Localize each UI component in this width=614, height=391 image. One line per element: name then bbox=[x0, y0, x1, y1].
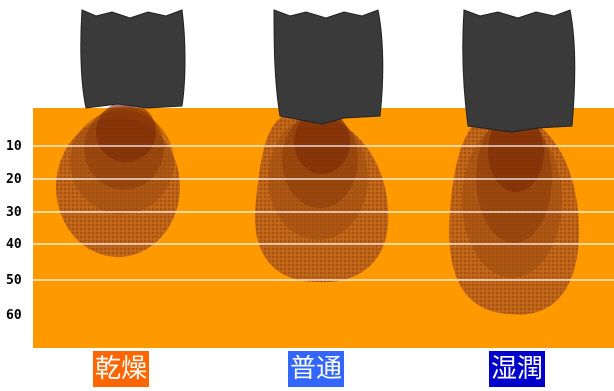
condition-label-dry: 乾燥 bbox=[93, 351, 150, 387]
depth-axis: 10 20 30 40 50 60 bbox=[6, 139, 22, 323]
depth-label-50: 50 bbox=[6, 273, 22, 288]
depth-label-60: 60 bbox=[6, 308, 22, 323]
depth-label-40: 40 bbox=[6, 237, 22, 252]
emitter-normal bbox=[273, 9, 384, 125]
wet-zone-dry bbox=[56, 102, 180, 257]
depth-label-30: 30 bbox=[6, 205, 22, 220]
condition-label-wet: 湿潤 bbox=[489, 351, 546, 387]
emitter-dry bbox=[80, 9, 186, 109]
condition-label-normal: 普通 bbox=[288, 351, 345, 387]
depth-grid bbox=[33, 145, 614, 281]
depth-label-20: 20 bbox=[6, 172, 22, 187]
wet-zone-normal bbox=[254, 110, 389, 283]
depth-label-10: 10 bbox=[6, 139, 22, 154]
emitter-wet bbox=[462, 9, 576, 133]
